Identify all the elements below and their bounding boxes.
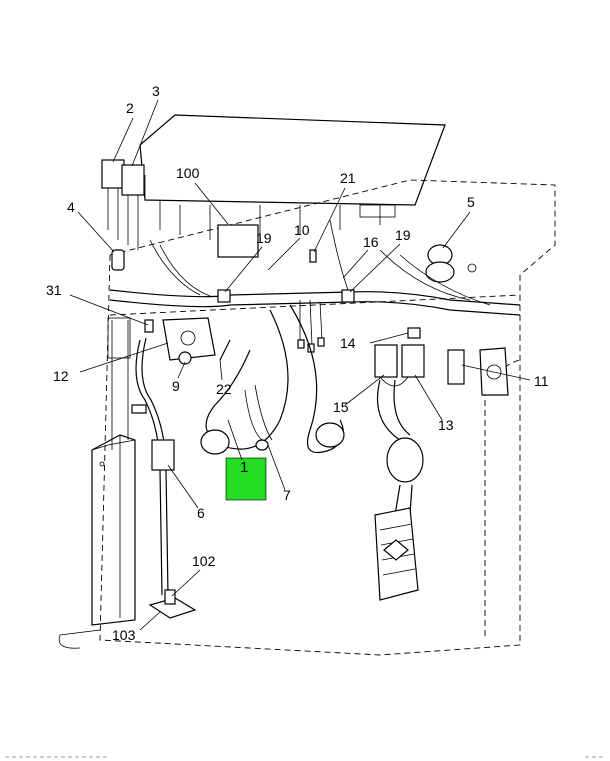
leader-lines: [69, 99, 531, 631]
label-102: 102: [192, 553, 216, 569]
clip-19-left: [217, 289, 231, 303]
relay-2: [101, 159, 125, 240]
label-22: 22: [216, 381, 232, 397]
pedal-assembly: [374, 379, 424, 601]
label-2: 2: [126, 100, 134, 116]
label-9: 9: [172, 378, 180, 394]
label-19-right: 19: [395, 227, 411, 243]
highlight-item-1: [225, 457, 267, 501]
connector-4: [111, 249, 125, 271]
label-31: 31: [46, 282, 62, 298]
clip-19-right: [341, 289, 355, 303]
callout-labels: 2 3 4 5 100 21 19 10 16 19 31 12 9 22 14…: [46, 83, 549, 643]
ground-cable: [131, 337, 175, 596]
bracket-12: [162, 317, 216, 365]
switch-5: [425, 244, 477, 283]
right-bracket: [479, 347, 509, 396]
label-1: 1: [240, 459, 248, 476]
label-6: 6: [197, 505, 205, 521]
post-column: [91, 317, 136, 626]
label-21: 21: [340, 170, 356, 186]
label-12: 12: [53, 368, 69, 384]
label-100: 100: [176, 165, 200, 181]
harness-loops: [200, 304, 345, 455]
label-14: 14: [340, 335, 356, 351]
relay-3: [121, 164, 145, 250]
label-5: 5: [467, 194, 475, 210]
label-103: 103: [112, 627, 136, 643]
label-4: 4: [67, 199, 75, 215]
label-16: 16: [363, 234, 379, 250]
label-10: 10: [294, 222, 310, 238]
ground-bracket: [148, 589, 197, 619]
module-100: [217, 224, 259, 258]
relay-block: [374, 327, 465, 387]
label-3: 3: [152, 83, 160, 99]
label-19-left: 19: [256, 230, 272, 246]
cab-panel-outline: [58, 179, 556, 656]
label-15: 15: [333, 399, 349, 415]
label-11: 11: [534, 373, 549, 389]
connector-31: [144, 319, 154, 333]
label-7: 7: [283, 487, 291, 503]
label-13: 13: [438, 417, 454, 433]
sensor-22: [219, 339, 231, 361]
